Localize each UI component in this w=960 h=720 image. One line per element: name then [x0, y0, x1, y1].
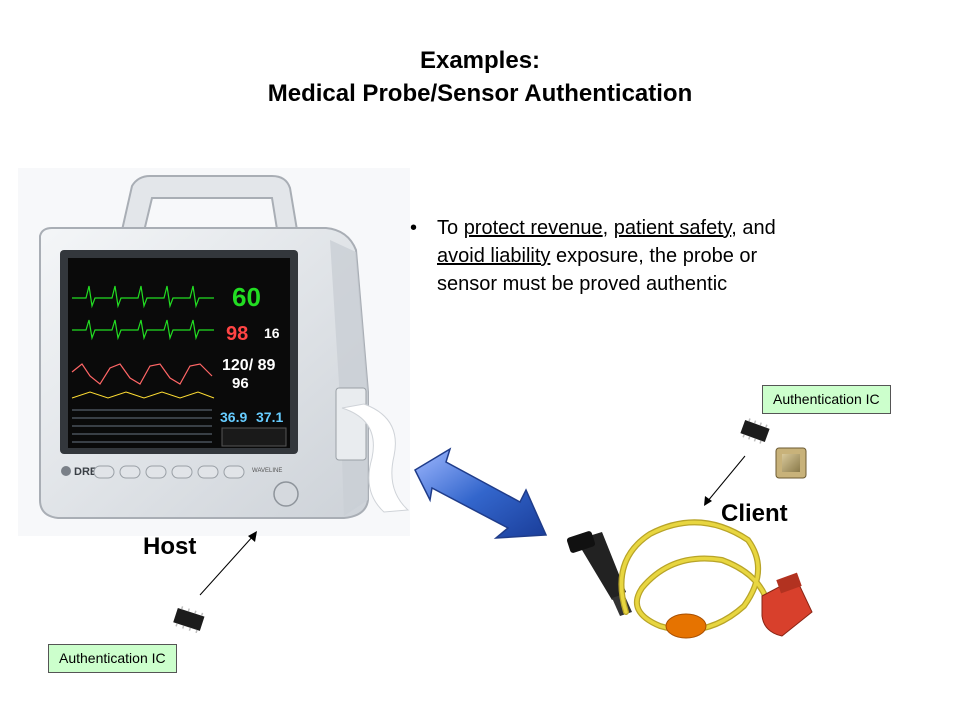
bullet-point: • To protect revenue, patient safety, an…: [410, 214, 790, 298]
title-line-2: Medical Probe/Sensor Authentication: [267, 80, 693, 107]
brand-logo: DRE: [74, 466, 97, 478]
authentication-ic-label-top: Authentication IC: [762, 385, 891, 414]
sensor-cable-image: [566, 519, 813, 639]
bidirectional-arrow: [414, 447, 548, 539]
authentication-ic-chip-bottom: [173, 606, 205, 634]
bullet-text-part: ,: [602, 217, 614, 239]
ecg-waveform-2: [72, 319, 214, 341]
pulse-rate-readout: 16: [264, 325, 280, 341]
host-pointer-line: [199, 534, 255, 596]
client-pointer-arrowhead: [704, 496, 712, 506]
control-buttons: [93, 465, 245, 479]
temp1-readout: 36.9: [220, 409, 247, 425]
slide-title: Examples: Medical Probe/Sensor Authentic…: [0, 44, 960, 110]
patient-monitor-image: 60 98 16 120/ 89 96 36.9 37.1 DRE WAVELI…: [39, 175, 410, 519]
bare-die-chip: [775, 447, 807, 479]
underlined-protect-revenue: protect revenue: [463, 217, 603, 239]
logo-mark-icon: [61, 466, 71, 476]
cable-loop: [619, 520, 770, 632]
authentication-ic-label-bottom: Authentication IC: [48, 644, 177, 673]
orange-ferrite-bead: [665, 613, 707, 639]
client-pointer-line: [706, 455, 746, 503]
nibp-readout: 120/ 89: [222, 357, 275, 374]
bullet-marker: •: [410, 217, 418, 239]
ecg-waveform-1: [72, 285, 214, 309]
bullet-text-part: To: [437, 217, 464, 239]
host-label: Host: [143, 533, 197, 560]
bullet-text-part: exposure, the probe or sensor must be pr…: [437, 245, 758, 295]
model-name: WAVELINE: [252, 468, 282, 474]
resp-waveform: [71, 391, 215, 399]
monitor-screen: [68, 258, 290, 448]
pleth-waveform: [71, 363, 213, 385]
trend-table: [72, 409, 212, 443]
bullet-text-part: , and: [731, 217, 776, 239]
temp2-readout: 37.1: [256, 409, 283, 425]
underlined-patient-safety: patient safety: [613, 217, 732, 239]
nibp-mean-readout: 96: [232, 375, 249, 392]
hr-readout: 60: [232, 282, 261, 312]
title-line-1: Examples:: [419, 47, 541, 74]
printer-slot: [335, 387, 367, 461]
rotary-knob: [273, 481, 299, 507]
authentication-ic-chip-top: [740, 418, 770, 444]
finger-clip-sensor: [761, 577, 813, 637]
cable-connector: [576, 532, 626, 600]
client-label: Client: [721, 500, 788, 527]
underlined-avoid-liability: avoid liability: [437, 245, 551, 267]
host-pointer-arrowhead: [248, 531, 257, 542]
bullet-text: To protect revenue, patient safety, and …: [437, 214, 790, 298]
printer-paper: [341, 403, 410, 513]
spo2-readout: 98: [226, 323, 248, 345]
